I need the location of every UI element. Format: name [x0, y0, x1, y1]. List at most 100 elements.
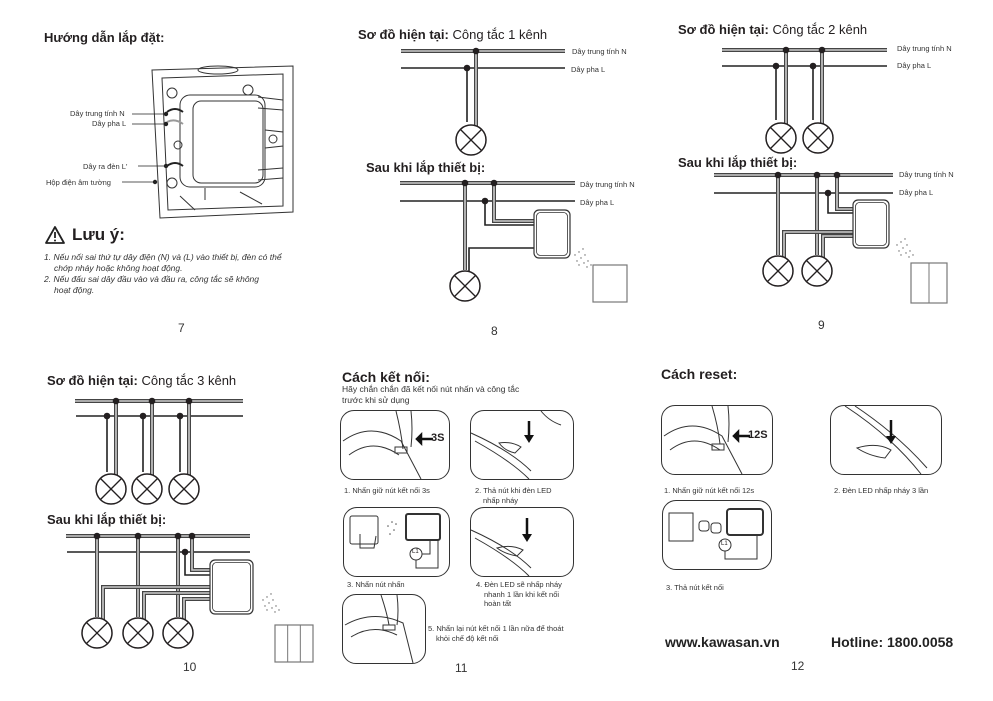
junction-dot — [185, 397, 193, 405]
lamp-cross — [454, 275, 476, 297]
lamp-cross — [127, 622, 149, 644]
wireless-signal-icon — [587, 260, 589, 262]
page-number-11: 11 — [455, 661, 468, 675]
wireless-signal-icon — [580, 257, 582, 259]
p11-intro-line1: Hãy chắn chắn đã kết nối nút nhấn và côn… — [342, 384, 520, 394]
wireless-signal-icon — [583, 262, 585, 264]
wireless-signal-icon — [576, 260, 578, 262]
smart-switch-module-inner — [212, 562, 251, 612]
wall-switch-panel — [274, 624, 314, 663]
phase-path — [827, 193, 856, 214]
lamp-cross — [806, 260, 828, 282]
p8-phase-label: Dây pha L — [571, 65, 606, 74]
note-1a: 1. Nếu nối sai thứ tự dây điện (N) và (L… — [44, 252, 282, 262]
note-1b: chớp nháy hoặc không hoạt động. — [54, 263, 183, 273]
p11-step-5-line2: khỏi chế độ kết nối — [436, 633, 499, 643]
junction-dot — [103, 412, 111, 420]
phase-path — [468, 247, 536, 272]
p11-intro-line2: trước khi sử dụng — [342, 394, 410, 405]
junction-dot — [148, 397, 156, 405]
illus-hold-12s: 12S — [661, 405, 773, 475]
wireless-signal-icon — [274, 611, 276, 613]
p11-intro: Hãy chắn chắn đã kết nối nút nhấn và côn… — [342, 384, 519, 405]
illus-led-reset — [830, 405, 942, 475]
page-number-9: 9 — [818, 318, 825, 332]
wireless-signal-icon — [278, 609, 280, 611]
p8-title-bold: Sơ đồ hiện tại: — [358, 27, 449, 42]
neutral-path — [492, 183, 536, 223]
neutral-path-core — [102, 586, 212, 620]
p12-step-2: 2. Đèn LED nhấp nháy 3 lần — [834, 486, 929, 495]
neutral-path — [182, 597, 212, 620]
wireless-signal-icon — [909, 250, 911, 252]
wireless-signal-icon — [275, 605, 277, 607]
junction-dot — [139, 412, 147, 420]
neutral-path — [821, 234, 856, 258]
junction-dot — [472, 47, 480, 55]
junction-dot — [176, 412, 184, 420]
wireless-signal-icon — [900, 241, 902, 243]
p11-step-4-line2: nhanh 1 lần khi kết nối — [484, 589, 560, 599]
neutral-path-core — [836, 175, 856, 210]
website-link[interactable]: www.kawasan.vn — [665, 634, 780, 650]
wall-switch-panel — [592, 264, 628, 303]
wireless-signal-icon — [904, 238, 906, 240]
junction-dot — [824, 189, 832, 197]
neutral-path-core — [822, 235, 856, 258]
hold-12s-label: 12S — [748, 429, 768, 441]
wireless-signal-icon — [268, 602, 270, 604]
smart-switch-module-inner — [855, 202, 887, 246]
p10-after-title: Sau khi lắp thiết bị: — [47, 512, 167, 527]
wireless-signal-icon — [271, 607, 273, 609]
lamp-cross — [173, 478, 195, 500]
wireless-signal-icon — [582, 248, 584, 250]
wireless-signal-icon — [586, 266, 588, 268]
junction-dot — [481, 197, 489, 205]
illus-led-confirm — [470, 507, 574, 577]
lamp-cross — [767, 260, 789, 282]
illus-hold-3s: 3S — [340, 410, 450, 480]
wall-box-illustration — [122, 65, 294, 219]
junction-dot — [112, 397, 120, 405]
lamp-cross — [770, 127, 792, 149]
p8-title-normal: Công tắc 1 kênh — [452, 27, 548, 42]
label-output: Dây ra đèn L' — [83, 162, 128, 171]
p11-step-4-line1: 4. Đèn LED sẽ nhấp nháy — [476, 580, 562, 589]
wireless-signal-icon — [262, 599, 264, 601]
smart-switch-module — [209, 559, 254, 615]
wiring-diagrams — [66, 46, 948, 663]
lamp-cross — [807, 127, 829, 149]
p9-title-bold: Sơ đồ hiện tại: — [678, 22, 769, 37]
p12-step-1: 1. Nhấn giữ nút kết nối 12s — [664, 486, 755, 495]
p12-step-3: 3. Thả nút kết nối — [666, 583, 724, 592]
p11-step-3: 3. Nhấn nút nhấn — [347, 580, 405, 589]
junction-dot — [461, 179, 469, 187]
p7-title: Hướng dẫn lắp đặt: — [44, 30, 165, 45]
p8-after-neutral-label: Dây trung tính N — [580, 180, 635, 189]
wireless-signal-icon — [902, 247, 904, 249]
wireless-signal-icon — [908, 256, 910, 258]
p10-title-bold: Sơ đồ hiện tại: — [47, 373, 138, 388]
neutral-path-core — [783, 231, 856, 258]
page-number-7: 7 — [178, 321, 185, 335]
p11-title: Cách kết nối: — [342, 369, 430, 385]
p11-step-2: 2. Thả nút khi đèn LED nhấp nháy — [475, 486, 552, 505]
lamp-cross — [460, 129, 482, 151]
junction-dot — [772, 62, 780, 70]
junction-dot — [463, 64, 471, 72]
p10-title-normal: Công tắc 3 kênh — [141, 373, 237, 388]
wireless-signal-icon — [905, 252, 907, 254]
p8-neutral-label: Dây trung tính N — [572, 47, 627, 56]
p11-step-1: 1. Nhấn giữ nút kết nối 3s — [344, 486, 430, 495]
p11-step-4: 4. Đèn LED sẽ nhấp nháy nhanh 1 lần khi … — [476, 580, 562, 609]
hold-3s-label: 3S — [431, 432, 445, 444]
smart-switch-module-inner — [536, 212, 568, 256]
smart-switch-module — [852, 199, 890, 249]
wireless-signal-icon — [584, 254, 586, 256]
junction-dot — [813, 171, 821, 179]
note-2a: 2. Nếu đấu sai dây đầu vào và đầu ra, cô… — [44, 274, 260, 284]
smart-switch-module — [533, 209, 571, 259]
junction-dot — [188, 532, 196, 540]
page-number-12: 12 — [791, 659, 805, 673]
neutral-path-core — [183, 598, 212, 620]
